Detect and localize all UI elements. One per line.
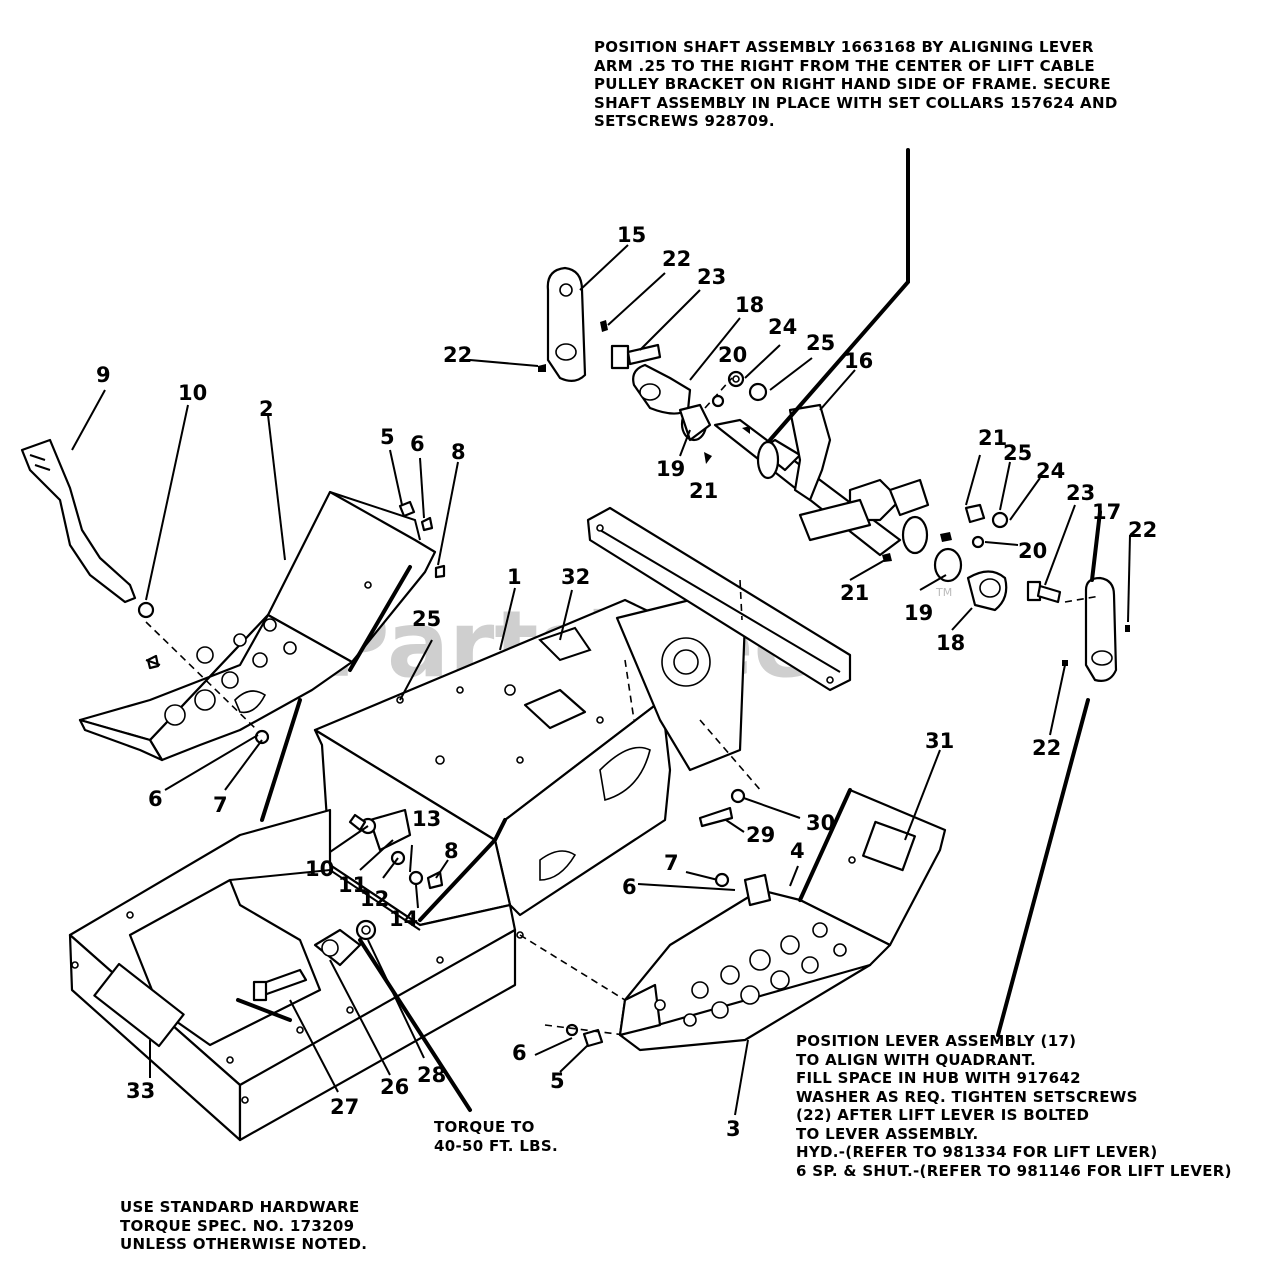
- callout: 22: [1032, 736, 1061, 760]
- callout: 19: [904, 601, 933, 625]
- callout: 12: [360, 887, 389, 911]
- callout: 31: [925, 729, 954, 753]
- callout: 1: [507, 565, 522, 589]
- callout: 7: [213, 793, 228, 817]
- callout: 13: [412, 807, 441, 831]
- callout: 28: [417, 1063, 446, 1087]
- watermark-tm: TM: [935, 586, 952, 599]
- callout: 18: [936, 631, 965, 655]
- callout: 3: [726, 1117, 741, 1141]
- callout: 21: [840, 581, 869, 605]
- main-frame: [260, 598, 747, 1002]
- callout: 10: [305, 857, 334, 881]
- callout: 21: [689, 479, 718, 503]
- callout: 20: [1018, 539, 1047, 563]
- callout: 32: [561, 565, 590, 589]
- lever-position-note: POSITION LEVER ASSEMBLY (17) TO ALIGN WI…: [796, 1032, 1232, 1180]
- chassis-hardware: [252, 808, 444, 1002]
- callout: 16: [844, 349, 873, 373]
- callout: 7: [664, 851, 679, 875]
- callout: 23: [697, 265, 726, 289]
- alignment-lines: [145, 377, 1101, 1036]
- left-footrest: [78, 490, 446, 762]
- callout: 6: [410, 432, 425, 456]
- hardware-note: USE STANDARD HARDWARE TORQUE SPEC. NO. 1…: [120, 1198, 368, 1253]
- callout: 6: [148, 787, 163, 811]
- callout: 22: [443, 343, 472, 367]
- pedal-bracket: [20, 438, 155, 619]
- callout: 8: [451, 440, 466, 464]
- front-cross-member: [538, 506, 852, 692]
- callout: 19: [656, 457, 685, 481]
- callout: 9: [96, 363, 111, 387]
- callout: 33: [126, 1079, 155, 1103]
- shaft-hardware-left: [538, 266, 768, 464]
- callout: 22: [1128, 518, 1157, 542]
- callout: 5: [550, 1069, 565, 1093]
- callout: 2: [259, 397, 274, 421]
- callout: 20: [718, 343, 747, 367]
- callout: 27: [330, 1095, 359, 1119]
- callout: 30: [806, 811, 835, 835]
- callout: 8: [444, 839, 459, 863]
- callout: 26: [380, 1075, 409, 1099]
- callout-numbers: 15 22 23 18 24 25 20 16 22 19 21 9 10 2 …: [96, 223, 1157, 1141]
- callout: 24: [1036, 459, 1065, 483]
- callout: 25: [1003, 441, 1032, 465]
- shaft-position-note: POSITION SHAFT ASSEMBLY 1663168 BY ALIGN…: [594, 38, 1118, 130]
- callout: 25: [412, 607, 441, 631]
- callout: 25: [806, 331, 835, 355]
- callout: 14: [389, 907, 418, 931]
- callout: 17: [1092, 500, 1121, 524]
- callout: 21: [978, 426, 1007, 450]
- callout: 11: [338, 873, 367, 897]
- callout: 24: [768, 315, 797, 339]
- callout: 29: [746, 823, 775, 847]
- lower-chassis: [68, 808, 524, 1142]
- right-footrest: [618, 788, 947, 1052]
- lift-shaft-assembly: [713, 403, 930, 557]
- leader-lines: [71, 148, 1131, 1116]
- callout: 6: [512, 1041, 527, 1065]
- callout: 23: [1066, 481, 1095, 505]
- callout: 5: [380, 425, 395, 449]
- callout: 18: [735, 293, 764, 317]
- callout: 6: [622, 875, 637, 899]
- callout: 4: [790, 839, 805, 863]
- callout: 22: [662, 247, 691, 271]
- callout: 15: [617, 223, 646, 247]
- callout: 10: [178, 381, 207, 405]
- torque-note: TORQUE TO 40-50 FT. LBS.: [434, 1118, 559, 1155]
